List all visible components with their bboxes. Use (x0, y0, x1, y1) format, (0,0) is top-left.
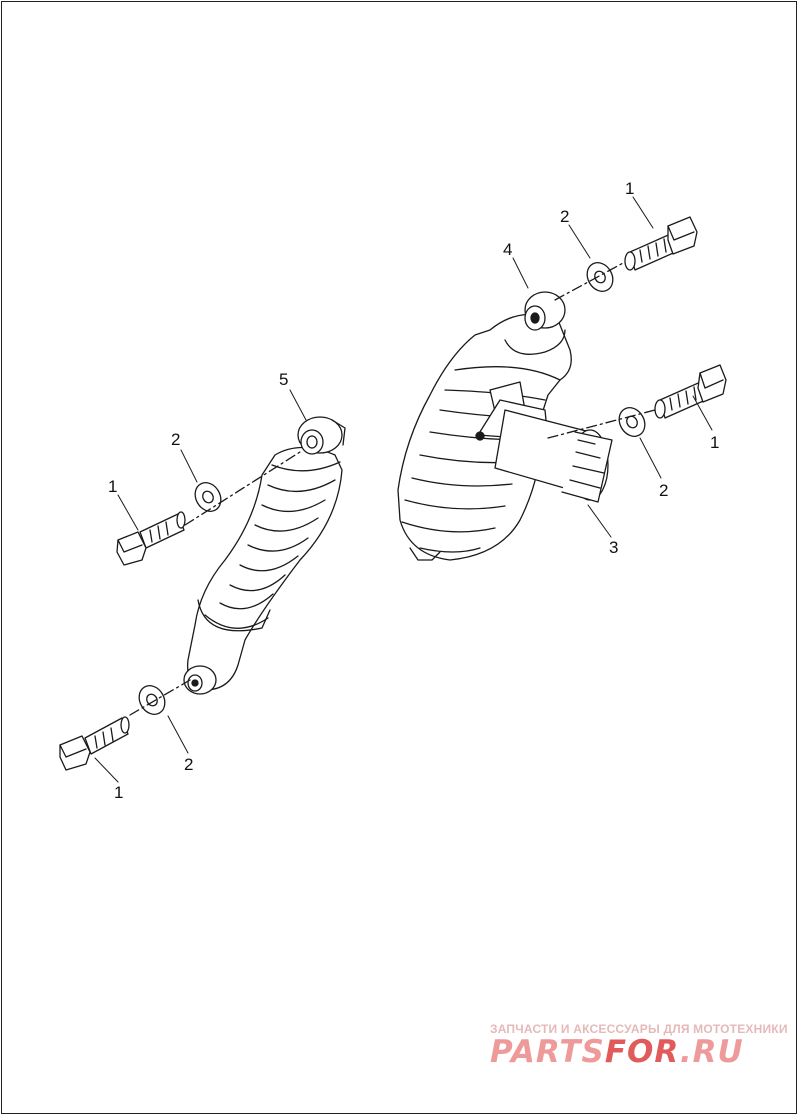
callout-2-lower-left: 2 (184, 755, 193, 774)
callout-4: 4 (503, 240, 512, 259)
callout-3: 3 (609, 538, 618, 557)
callout-1-upper-left: 1 (108, 477, 117, 496)
bolt-upper-right (624, 216, 698, 271)
watermark-tagline: ЗАПЧАСТИ И АКСЕССУАРЫ ДЛЯ МОТОТЕХНИКИ (490, 1022, 788, 1036)
callout-1-upper-right: 1 (625, 179, 634, 198)
leader-lines (94, 196, 713, 783)
left-shock-absorber (183, 416, 346, 695)
callout-1-lower-left: 1 (114, 783, 123, 802)
washer-upper-left (194, 482, 222, 512)
washer-middle-right (618, 407, 646, 437)
callout-1-middle-right: 1 (710, 433, 719, 452)
washer-upper-right (586, 262, 614, 292)
bolt-upper-left (116, 511, 186, 566)
callout-2-middle-right: 2 (659, 481, 668, 500)
callout-2-upper-right: 2 (560, 207, 569, 226)
watermark-logo-part-2: FOR (604, 1034, 680, 1070)
watermark-logo: PARTSFOR.RU (490, 1034, 744, 1070)
bolt-lower-left (59, 716, 130, 771)
washer-lower-left (138, 685, 166, 715)
bolt-middle-right (654, 364, 727, 419)
callout-5: 5 (279, 370, 288, 389)
watermark-logo-part-3: .RU (679, 1034, 744, 1070)
watermark-logo-part-1: PARTS (490, 1034, 605, 1070)
assembly-centerlines-left (129, 451, 301, 716)
right-shock-absorber (397, 291, 613, 561)
assembly-centerlines-right (547, 261, 656, 439)
callout-2-upper-left: 2 (171, 430, 180, 449)
